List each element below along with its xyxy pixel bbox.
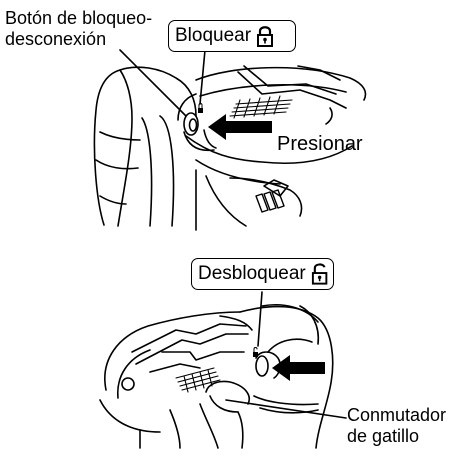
trigger-switch-label-line1: Conmutador	[347, 405, 447, 425]
lock-off-button-label-line1: Botón de bloqueo-	[5, 8, 153, 28]
padlock-closed-icon	[257, 26, 274, 47]
tool-top-view	[93, 49, 367, 231]
lock-off-button-label: Botón de bloqueo- desconexión	[5, 8, 152, 49]
lock-callout: Bloquear	[168, 20, 296, 52]
padlock-open-icon	[311, 263, 328, 285]
press-label: Presionar	[277, 133, 363, 155]
trigger-switch-label: Conmutador de gatillo	[347, 405, 446, 446]
unlock-label: Desbloquear	[198, 263, 306, 284]
trigger-switch-label-line2: de gatillo	[347, 425, 420, 446]
lock-label: Bloquear	[175, 25, 252, 46]
unlock-callout: Desbloquear	[191, 258, 334, 290]
lock-off-button-label-line2: desconexión	[5, 28, 107, 49]
tool-bottom-view	[99, 291, 347, 449]
